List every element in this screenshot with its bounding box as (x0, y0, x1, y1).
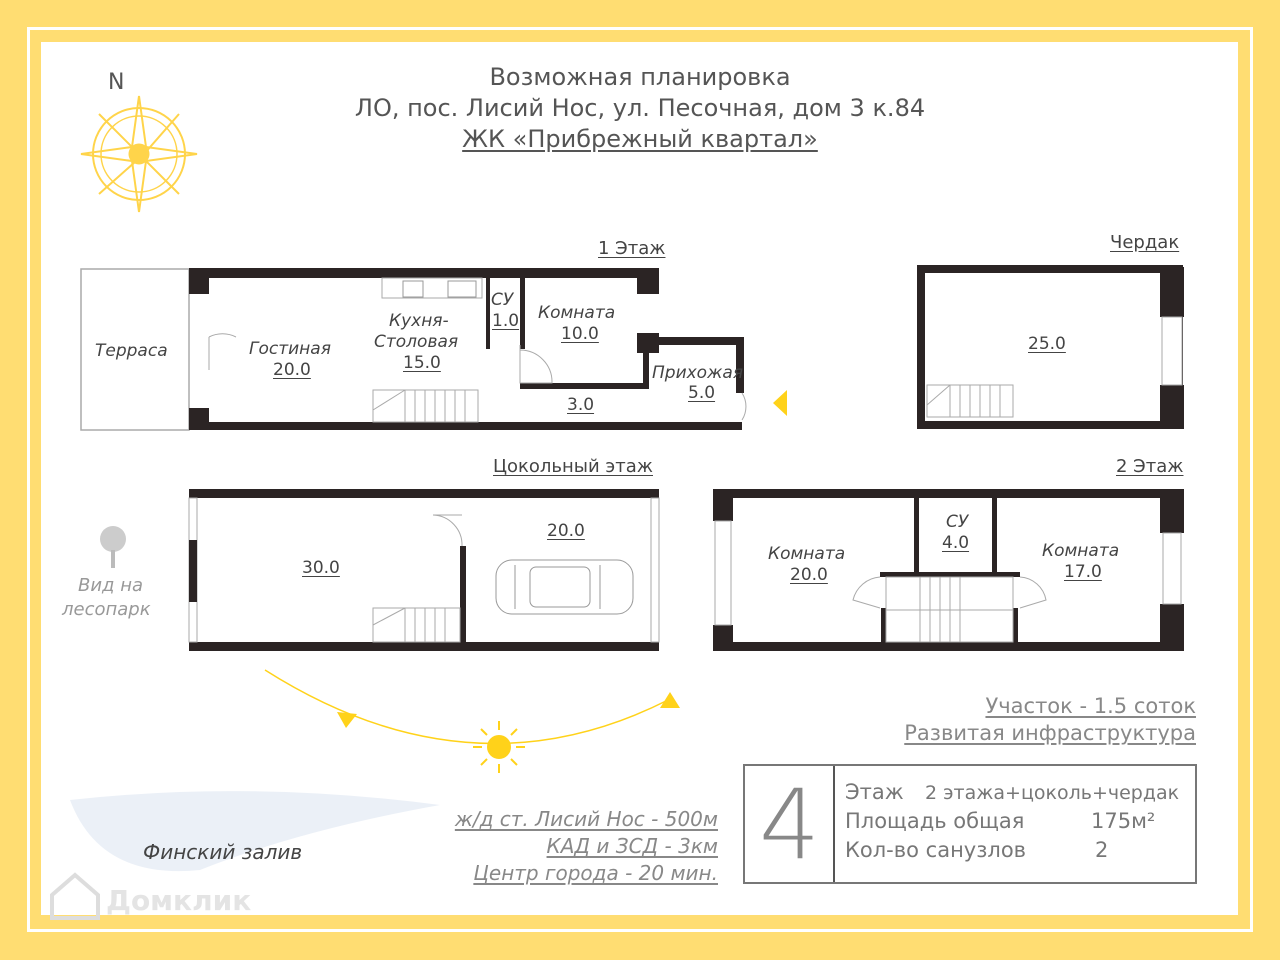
garage-area: 20.0 (547, 521, 585, 541)
room1-area: 10.0 (561, 324, 599, 344)
distance-railway: ж/д ст. Лисий Нос - 500м (454, 807, 718, 831)
page-canvas (41, 42, 1238, 915)
location-pin-icon (100, 526, 126, 568)
view-label-2: лесопарк (62, 599, 151, 620)
terrace-label: Терраса (95, 341, 168, 361)
room3-label: Комната (1042, 541, 1120, 561)
area-label: Площадь общая (845, 809, 1025, 833)
floors-value: 2 этажа+цоколь+чердак (925, 782, 1180, 804)
sun-arrow-icon (337, 712, 357, 728)
bathrooms-label: Кол-во санузлов (845, 838, 1027, 862)
attic-label: Чердак (1110, 232, 1180, 253)
room2-label: Комната (768, 544, 846, 564)
sun-icon (473, 721, 525, 773)
room3-area: 17.0 (1064, 562, 1102, 582)
wc1-area: 1.0 (492, 311, 520, 331)
distance-center: Центр города - 20 мин. (473, 861, 718, 885)
floor1-label: 1 Этаж (598, 238, 666, 259)
gulf-label: Финский залив (143, 840, 303, 864)
sun-path (264, 669, 680, 773)
basement-plan (188, 489, 660, 651)
floor2-label: 2 Этаж (1116, 456, 1184, 477)
car-icon (495, 559, 634, 615)
floor2-plan (713, 489, 1184, 651)
basement-room-area: 30.0 (302, 558, 340, 578)
outer-frame (27, 27, 1253, 932)
view-label-1: Вид на (78, 575, 144, 596)
feature-infrastructure: Развитая инфраструктура (904, 721, 1196, 745)
sun-arrow-icon (660, 692, 680, 708)
room1-label: Комната (538, 303, 616, 323)
feature-plot: Участок - 1.5 соток (985, 694, 1196, 718)
wc2-label: СУ (946, 512, 969, 532)
wc2-area: 4.0 (942, 533, 970, 553)
corridor-area: 3.0 (567, 395, 595, 415)
kitchen-area: 15.0 (403, 353, 441, 373)
floors-label: Этаж (845, 780, 904, 804)
area-value: 175м² (1091, 809, 1156, 833)
title-line-1: Возможная планировка (489, 63, 791, 91)
kitchen-label-2: Столовая (374, 332, 459, 352)
summary-box: 4 Этаж 2 этажа+цоколь+чердак Площадь общ… (743, 764, 1197, 884)
wc1-label: СУ (491, 290, 514, 310)
compass-rose-icon (80, 95, 198, 213)
attic-area: 25.0 (1028, 334, 1066, 354)
living-room-area: 20.0 (273, 360, 311, 380)
distance-kad: КАД и ЗСД - 3км (546, 834, 718, 858)
hall-area: 5.0 (688, 383, 716, 403)
living-room-label: Гостиная (249, 339, 331, 359)
gulf-wave (70, 791, 440, 872)
floor1-plan (80, 268, 787, 431)
house-type-number: 4 (759, 769, 821, 881)
hall-label: Прихожая (652, 363, 744, 383)
title-line-2: ЛО, пос. Лисий Нос, ул. Песочная, дом 3 … (354, 94, 926, 122)
domclick-logo-icon (50, 872, 100, 920)
north-label: N (108, 70, 125, 95)
kitchen-label-1: Кухня- (389, 311, 449, 331)
entrance-arrow-icon (773, 390, 787, 416)
domclick-watermark: Домклик (106, 884, 252, 917)
basement-label: Цокольный этаж (493, 456, 653, 477)
attic-plan (917, 265, 1184, 429)
complex-name: ЖК «Прибрежный квартал» (462, 125, 818, 153)
bathrooms-value: 2 (1095, 838, 1109, 862)
room2-area: 20.0 (790, 565, 828, 585)
